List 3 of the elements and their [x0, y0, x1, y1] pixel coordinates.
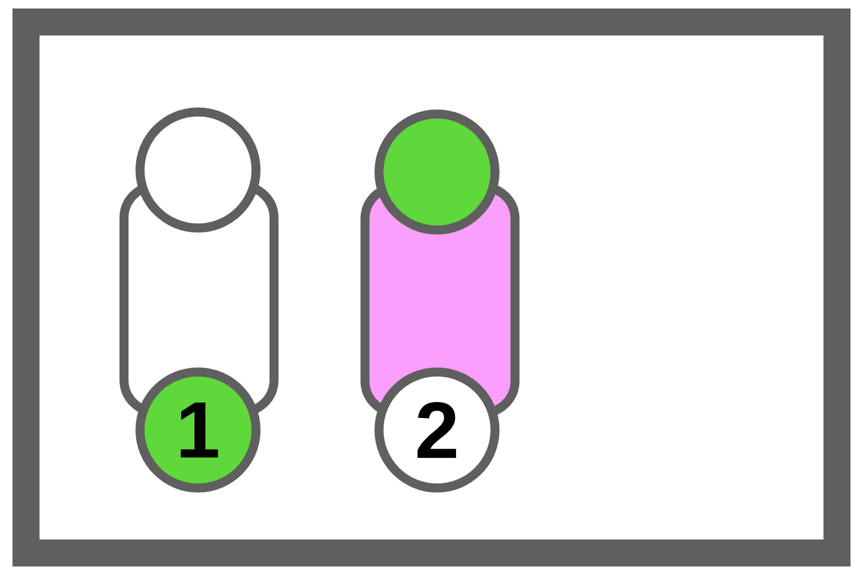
circle [136, 108, 260, 232]
node-label: 2 [418, 402, 456, 458]
circle [374, 110, 500, 234]
